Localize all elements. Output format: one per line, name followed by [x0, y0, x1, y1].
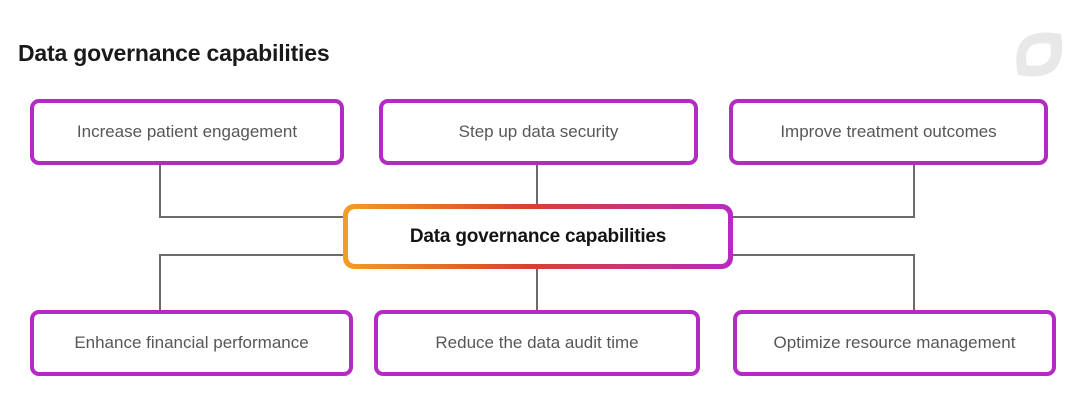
center-node: Data governance capabilities — [343, 204, 733, 269]
connector-line — [159, 254, 345, 256]
connector-line — [159, 216, 345, 218]
node-increase-patient-engagement: Increase patient engagement — [30, 99, 344, 165]
node-optimize-resource-management: Optimize resource management — [733, 310, 1056, 376]
node-improve-treatment-outcomes: Improve treatment outcomes — [729, 99, 1048, 165]
node-enhance-financial-performance: Enhance financial performance — [30, 310, 353, 376]
leaf-logo-icon — [1014, 31, 1064, 79]
connector-line — [913, 254, 915, 312]
center-node-label: Data governance capabilities — [348, 209, 728, 264]
node-reduce-the-data-audit-time: Reduce the data audit time — [374, 310, 700, 376]
connector-line — [159, 254, 161, 312]
connector-line — [536, 267, 538, 312]
connector-line — [536, 165, 538, 207]
connector-line — [731, 216, 915, 218]
connector-line — [913, 165, 915, 218]
node-step-up-data-security: Step up data security — [379, 99, 698, 165]
page-title: Data governance capabilities — [18, 40, 330, 66]
connector-line — [159, 165, 161, 218]
connector-line — [731, 254, 915, 256]
